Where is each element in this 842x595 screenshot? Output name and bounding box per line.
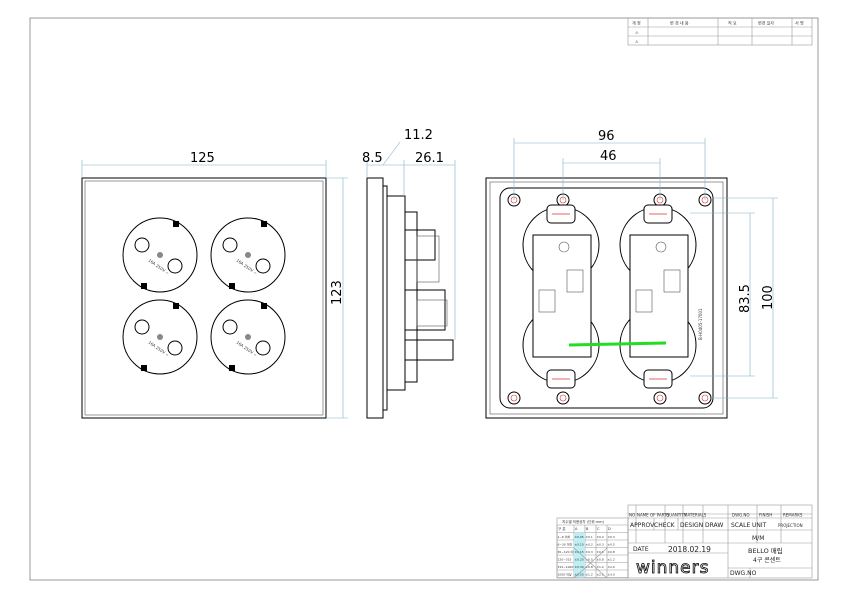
projection-label: PROJECTION [778, 523, 803, 528]
tolerance-cell: ±0.8 [586, 565, 593, 569]
socket-1: 16A 250V ~ [122, 217, 198, 293]
tolerance-cell: ±1.2 [597, 565, 604, 569]
sign-draw: DRAW [705, 522, 723, 529]
tolerance-cell: ±2.0 [608, 565, 615, 569]
dim-side-26-1: 26.1 [415, 151, 444, 166]
drawing-frame [29, 17, 819, 581]
tolerance-cell: 1~6 이하 [558, 534, 571, 539]
tolerance-cell: ±0.10 [575, 543, 584, 547]
hdr-no: NO [629, 513, 635, 518]
tolerance-header: B [586, 527, 589, 531]
dim-back-96: 96 [598, 129, 615, 144]
dim-back-83-5: 83.5 [738, 284, 753, 313]
socket-rating: 16A 250V ~ [235, 258, 258, 276]
socket-4: 16A 250V ~ [210, 299, 286, 375]
title-block: NO NAME OF PARTS QUANTITY MATERIALS DWG.… [627, 504, 813, 578]
dim-front-height: 123 [330, 280, 345, 305]
hdr-dwgno: DWG.NO [732, 513, 750, 518]
part-label: B-H0405-17001 [698, 308, 703, 340]
dwgno-label: DWG.NO [730, 570, 757, 577]
unit-value: M/M [752, 535, 764, 542]
product-desc: 4구 콘센트 [753, 556, 781, 564]
tolerance-cell: ±0.15 [575, 550, 584, 554]
socket-module [522, 204, 600, 389]
unit-label: UNIT [752, 522, 767, 529]
hdr-name: NAME OF PARTS [637, 513, 670, 518]
hdr-remarks: REMARKS [783, 513, 803, 518]
mounting-hole [507, 391, 521, 405]
tolerance-cell: ±0.1 [586, 535, 593, 539]
tolerance-cell: ±0.5 [597, 550, 604, 554]
tolerance-cell: ±0.30 [575, 565, 584, 569]
date-value: 2018.02.19 [668, 545, 711, 554]
socket-3: 16A 250V ~ [122, 299, 198, 375]
dim-back-100: 100 [761, 285, 776, 310]
socket-rating: 16A 250V ~ [147, 340, 170, 358]
dim-back-46: 46 [600, 149, 617, 164]
mounting-hole [556, 391, 570, 405]
tolerance-cell: ±0.3 [608, 535, 615, 539]
rev-mark-2: ⚠ [635, 39, 639, 44]
revision-table: 개 정 변 경 내 용 적 요 변경 일자 서 명 ⚠ ⚠ [627, 17, 813, 46]
tolerance-cell: ±0.8 [608, 550, 615, 554]
tolerance-cell: ±0.5 [608, 543, 615, 547]
tolerance-cell: 315~1000 [558, 565, 574, 569]
rev-header-note: 적 요 [728, 20, 737, 26]
sign-check: CHECK [654, 522, 676, 529]
tolerance-cell: 120~315 [558, 558, 572, 562]
socket-rating: 16A 250V ~ [235, 340, 258, 358]
rev-mark-1: ⚠ [635, 30, 639, 35]
tolerance-cell: ±0.2 [586, 543, 593, 547]
mounting-hole [653, 391, 667, 405]
tolerance-header: D [608, 527, 611, 531]
side-view: 8.5 11.2 26.1 [362, 128, 456, 419]
mounting-hole [698, 391, 712, 405]
sign-design: DESIGN [680, 522, 703, 529]
socket-rating: 16A 250V ~ [147, 258, 170, 276]
sign-approv: APPROV [630, 522, 655, 529]
tolerance-cell: 6~30 이하 [558, 542, 573, 547]
date-label: DATE [633, 546, 649, 553]
tolerance-cell: ±0.5 [586, 558, 593, 562]
back-view: B-H0405-17001 96 46 83.5 100 [485, 129, 778, 419]
rev-header-desc: 변 경 내 용 [670, 20, 689, 26]
tolerance-cell: ±0.3 [597, 543, 604, 547]
tolerance-cell: 1000 이상 [558, 572, 572, 577]
socket-2: 16A 250V ~ [210, 217, 286, 293]
tolerance-cell: ±3.0 [608, 573, 615, 577]
ground-wire [568, 341, 667, 347]
tolerance-header: 구 분 [558, 526, 566, 531]
tolerance-cell: ±1.2 [586, 573, 593, 577]
rev-header-sign: 서 명 [795, 20, 804, 26]
rev-header-date: 변경 일자 [758, 20, 774, 26]
hdr-materials: MATERIALS [684, 513, 707, 518]
tolerance-cell: ±0.3 [586, 550, 593, 554]
tolerance-cell: ±0.05 [575, 535, 584, 539]
hdr-qty: QUANTITY [666, 513, 687, 518]
tolerance-header: A [575, 527, 578, 531]
scale-label: SCALE [731, 522, 750, 529]
socket-module [619, 204, 697, 389]
tolerance-cell: ±0.20 [575, 558, 584, 562]
front-view: 16A 250V ~ 16A 250V ~ 16A 250V ~ 16A 250V ~… [81, 151, 348, 419]
rev-header-no: 개 정 [632, 20, 641, 26]
dim-front-width: 125 [190, 151, 215, 166]
tolerance-cell: ±0.2 [597, 535, 604, 539]
company-logo: winners [636, 558, 709, 578]
dim-side-8-5: 8.5 [362, 151, 383, 166]
hdr-finish: FINISH [759, 513, 772, 518]
dim-side-11-2: 11.2 [404, 128, 433, 143]
tolerance-title: 치수별 허용공차 (단위 mm) [562, 519, 605, 524]
tolerance-cell: ±0.50 [575, 573, 584, 577]
tolerance-cell: 30~120 이하 [558, 549, 577, 554]
tolerance-cell: ±2.0 [597, 573, 604, 577]
tolerance-header: C [597, 527, 600, 531]
tolerance-cell: ±1.2 [608, 558, 615, 562]
product-name: BELLO 매립 [748, 547, 783, 555]
tolerance-cell: ±0.8 [597, 558, 604, 562]
